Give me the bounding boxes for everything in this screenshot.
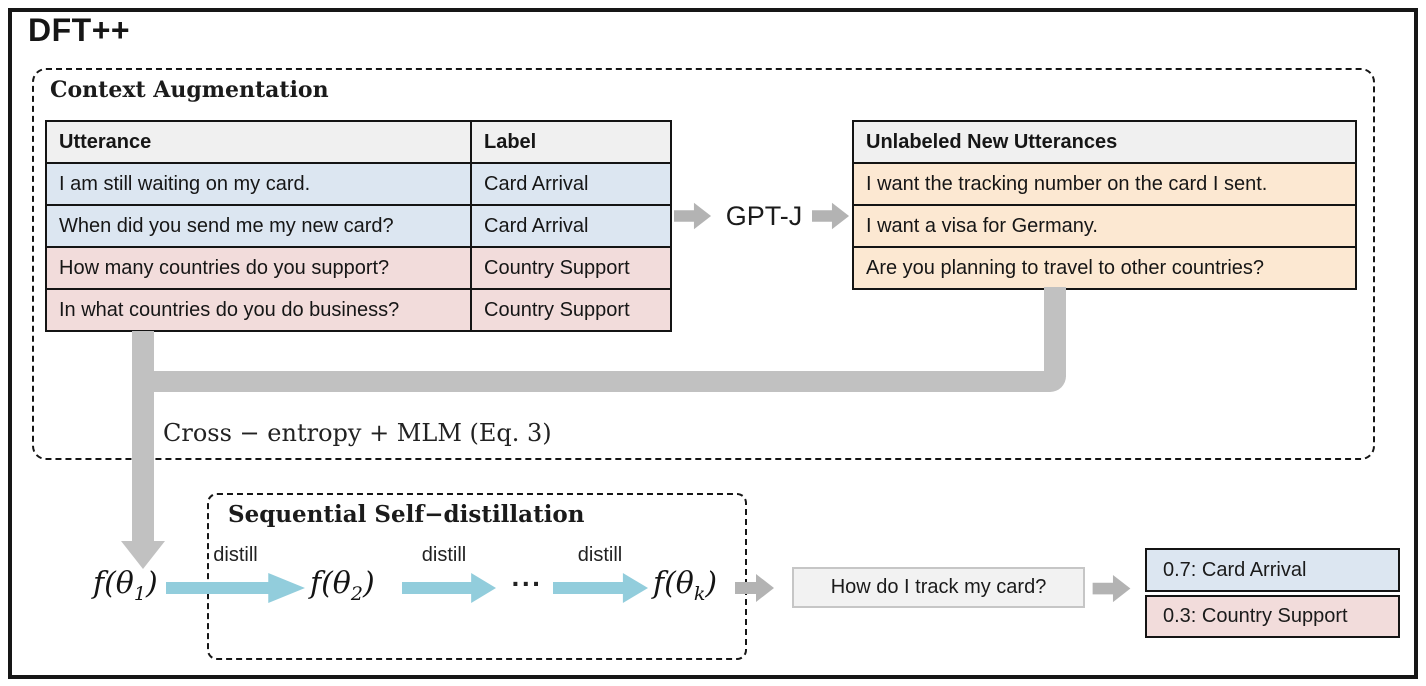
distill-arrow-icon	[553, 573, 648, 603]
unlabeled-utterance-table: Unlabeled New Utterances I want the trac…	[852, 120, 1357, 290]
table-row: How many countries do you support? Count…	[45, 246, 672, 290]
table-row: When did you send me my new card? Card A…	[45, 204, 672, 248]
connector-arrowhead-icon	[121, 541, 165, 569]
flow-arrow-icon	[674, 199, 712, 233]
unlabeled-column-header: Unlabeled New Utterances	[852, 120, 1357, 164]
self-distillation-title: Sequential Self−distillation	[228, 501, 585, 528]
utterance-cell: How many countries do you support?	[45, 246, 472, 290]
utterance-cell: In what countries do you do business?	[45, 288, 472, 332]
prediction-card-arrival: 0.7: Card Arrival	[1145, 548, 1400, 592]
connector-from-unlabeled-table	[1044, 287, 1066, 377]
distill-label: distill	[213, 544, 258, 566]
label-cell: Country Support	[470, 246, 672, 290]
ellipsis-label: ···	[511, 568, 543, 599]
query-box: How do I track my card?	[792, 567, 1085, 608]
gpt-j-label: GPT-J	[725, 201, 803, 231]
unlabeled-utterance-cell: I want a visa for Germany.	[852, 204, 1357, 248]
unlabeled-utterance-cell: I want the tracking number on the card I…	[852, 162, 1357, 206]
page-title: DFT++	[28, 12, 131, 48]
prediction-country-support: 0.3: Country Support	[1145, 595, 1400, 638]
distill-label: distill	[577, 544, 623, 566]
table-header-row: Utterance Label	[45, 120, 672, 164]
loss-label: Cross − entropy + MLM (Eq. 3)	[163, 419, 552, 447]
distill-arrow-icon	[166, 573, 305, 603]
label-cell: Card Arrival	[470, 162, 672, 206]
utterance-cell: When did you send me my new card?	[45, 204, 472, 248]
distill-label: distill	[421, 544, 467, 566]
connector-horizontal-bar	[132, 371, 1066, 392]
table-row: I want a visa for Germany.	[852, 204, 1357, 248]
label-column-header: Label	[470, 120, 672, 164]
flow-arrow-icon	[812, 199, 850, 233]
labeled-utterance-table: Utterance Label I am still waiting on my…	[45, 120, 672, 332]
flow-arrow-icon	[734, 572, 776, 604]
table-row: Are you planning to travel to other coun…	[852, 246, 1357, 290]
label-cell: Card Arrival	[470, 204, 672, 248]
table-row: I want the tracking number on the card I…	[852, 162, 1357, 206]
context-augmentation-box	[32, 68, 1375, 460]
model-f-theta-2: f(θ2)	[310, 566, 375, 605]
context-augmentation-title: Context Augmentation	[50, 77, 329, 103]
model-f-theta-k: f(θk)	[653, 566, 718, 605]
connector-from-labeled-table	[132, 331, 154, 543]
utterance-column-header: Utterance	[45, 120, 472, 164]
table-header-row: Unlabeled New Utterances	[852, 120, 1357, 164]
model-f-theta-1: f(θ1)	[93, 566, 158, 605]
distill-arrow-icon	[402, 573, 496, 603]
table-row: I am still waiting on my card. Card Arri…	[45, 162, 672, 206]
label-cell: Country Support	[470, 288, 672, 332]
flow-arrow-icon	[1092, 573, 1132, 604]
utterance-cell: I am still waiting on my card.	[45, 162, 472, 206]
unlabeled-utterance-cell: Are you planning to travel to other coun…	[852, 246, 1357, 290]
table-row: In what countries do you do business? Co…	[45, 288, 672, 332]
self-distillation-box	[207, 493, 747, 660]
